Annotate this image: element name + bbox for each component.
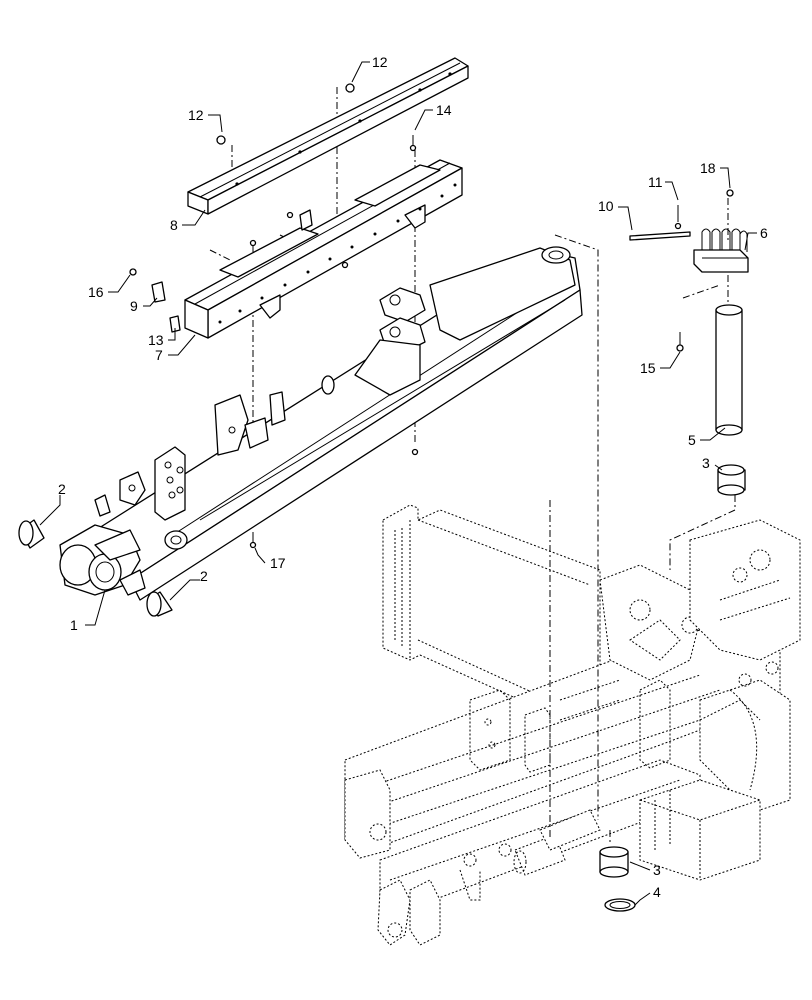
bushing-right	[146, 591, 173, 617]
bushing-left	[18, 519, 45, 549]
callout-10: 10	[598, 198, 614, 214]
callout-18: 18	[700, 160, 716, 176]
pivot-pin	[715, 304, 743, 436]
callout-12-left: 12	[188, 107, 204, 123]
callout-1: 1	[70, 617, 78, 633]
callout-11: 11	[648, 174, 663, 190]
grease-manifold-block	[693, 228, 749, 273]
callout-2-right: 2	[200, 568, 208, 584]
callout-2-left: 2	[58, 481, 66, 497]
callout-7: 7	[155, 347, 163, 363]
callout-16: 16	[88, 284, 104, 300]
callout-3-upper: 3	[702, 455, 710, 471]
chassis-frame	[344, 504, 801, 946]
callout-15: 15	[640, 360, 656, 376]
callout-14: 14	[436, 102, 452, 118]
callout-9: 9	[130, 298, 138, 314]
callout-13: 13	[148, 332, 164, 348]
callout-5: 5	[688, 432, 696, 448]
hardware	[129, 83, 734, 549]
bushing-lower	[599, 846, 629, 878]
lower-channel-rail	[184, 159, 463, 339]
upper-channel-rail	[187, 57, 469, 215]
washer	[604, 898, 636, 912]
callout-labels: 1 2 2 3 3 4 5 6 7 8 9 10 11 12 12 13 14 …	[58, 54, 768, 900]
callout-12-top: 12	[372, 54, 388, 70]
callout-17: 17	[270, 555, 286, 571]
main-boom-arm	[59, 246, 583, 601]
callout-8: 8	[170, 217, 178, 233]
leader-lines	[39, 61, 757, 906]
callout-4: 4	[653, 884, 661, 900]
bushing-upper	[717, 464, 746, 496]
callout-6: 6	[760, 225, 768, 241]
callout-3-lower: 3	[653, 862, 661, 878]
